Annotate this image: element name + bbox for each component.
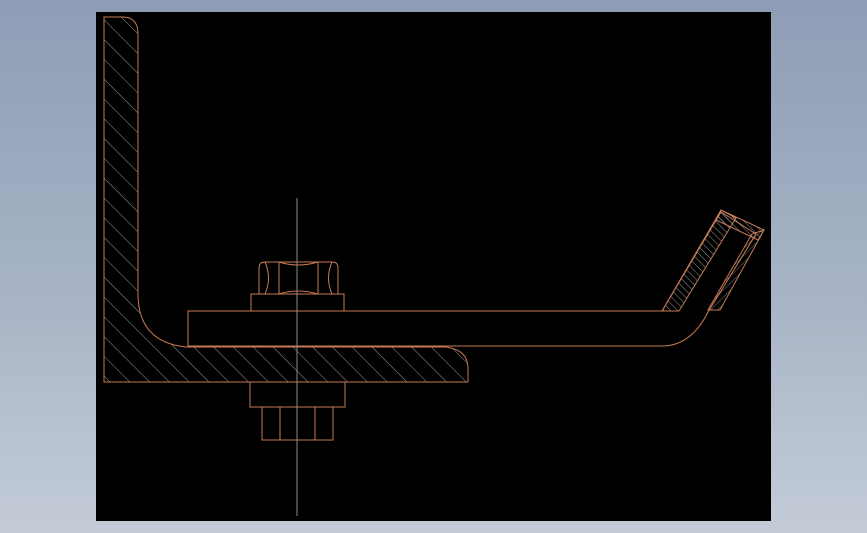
hook-tip	[661, 209, 766, 312]
cad-drawing	[103, 16, 766, 516]
bolt-head	[250, 261, 345, 312]
angle-bracket	[103, 16, 469, 383]
cad-drawing-viewport[interactable]	[96, 12, 771, 521]
